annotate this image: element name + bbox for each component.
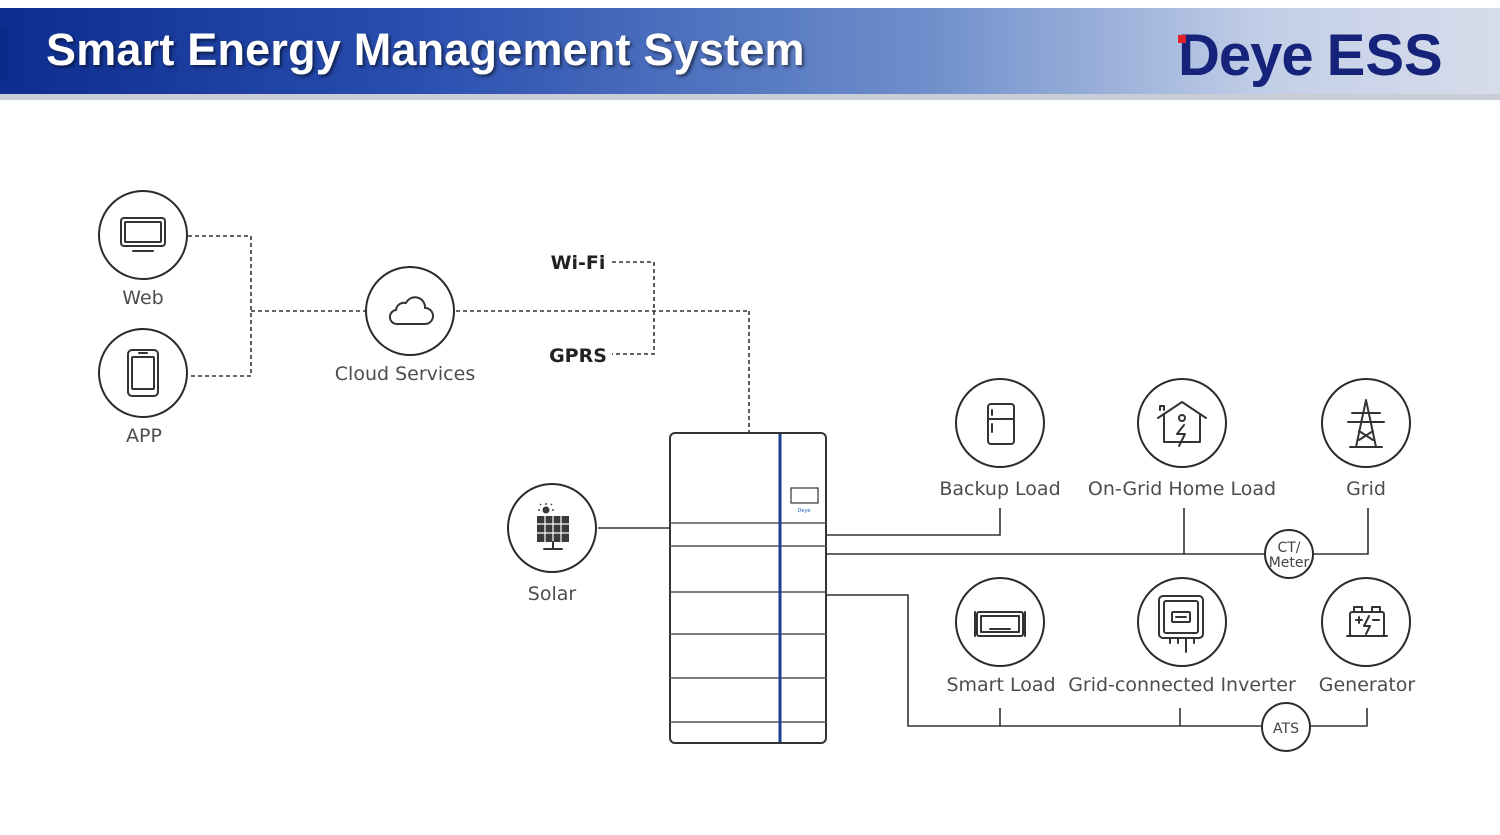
smart-load-circle xyxy=(955,577,1045,667)
house-power-icon xyxy=(1157,401,1207,447)
cloud-node: Cloud Services xyxy=(335,266,475,385)
smart-load-icon xyxy=(974,611,1026,637)
on-grid-home-load-node: On-Grid Home Load xyxy=(1088,378,1276,500)
solar-node: Solar xyxy=(507,483,597,605)
ct-meter-label-bottom: Meter xyxy=(1269,555,1310,571)
web-label: Web xyxy=(122,287,163,309)
ct-meter-node: CT/ Meter xyxy=(1264,529,1314,579)
generator-wire xyxy=(1310,708,1368,727)
ess-device: Deye xyxy=(669,432,827,744)
gprs-label: GPRS xyxy=(549,345,607,367)
inverter-label: Grid-connected Inverter xyxy=(1068,674,1296,696)
cloud-icon xyxy=(388,296,434,326)
smart-load-label: Smart Load xyxy=(946,674,1055,696)
communication-links xyxy=(188,235,750,433)
logo-suffix: ESS xyxy=(1326,23,1443,88)
transmission-tower-icon xyxy=(1347,399,1385,448)
generator-label: Generator xyxy=(1319,674,1416,696)
web-circle xyxy=(98,190,188,280)
logo-brand: Deye xyxy=(1178,23,1314,88)
refrigerator-icon xyxy=(987,403,1015,445)
generator-node: Generator xyxy=(1319,577,1416,696)
grid-connected-inverter-node: Grid-connected Inverter xyxy=(1068,577,1296,696)
cloud-circle xyxy=(365,266,455,356)
web-app-link xyxy=(188,235,252,377)
wifi-gprs-link xyxy=(612,261,655,355)
backup-load-node: Backup Load xyxy=(939,378,1061,500)
solar-label: Solar xyxy=(528,583,577,605)
monitor-icon xyxy=(120,217,166,252)
header-tab xyxy=(0,26,8,80)
grid-wire xyxy=(1314,508,1369,555)
ats-circle xyxy=(1261,702,1311,752)
smart-load-node: Smart Load xyxy=(946,577,1056,696)
backup-load-wire xyxy=(827,508,1001,536)
ats-node: ATS xyxy=(1261,702,1311,752)
ct-meter-circle xyxy=(1264,529,1314,579)
home-load-label: On-Grid Home Load xyxy=(1088,478,1276,500)
solar-panel-icon xyxy=(537,503,569,550)
device-screen xyxy=(790,487,819,504)
power-wires xyxy=(598,508,1369,727)
ct-meter-label-top: CT/ xyxy=(1277,540,1300,556)
wifi-label: Wi-Fi xyxy=(551,252,606,274)
home-load-circle xyxy=(1137,378,1227,468)
backup-load-circle xyxy=(955,378,1045,468)
inverter-icon xyxy=(1158,595,1204,653)
app-label: APP xyxy=(126,425,162,447)
logo-accent-mark xyxy=(1178,35,1186,43)
device-screen-brand: Deye xyxy=(798,508,811,514)
ess-cabinet xyxy=(669,432,827,744)
page-title: Smart Energy Management System xyxy=(46,24,805,75)
generator-icon xyxy=(1346,606,1388,637)
grid-node: Grid xyxy=(1321,378,1411,500)
app-node: APP xyxy=(98,328,188,447)
ats-label: ATS xyxy=(1273,721,1299,737)
ats-bus-wire xyxy=(827,594,1262,727)
cloud-label: Cloud Services xyxy=(335,363,475,385)
backup-load-label: Backup Load xyxy=(939,478,1060,500)
app-circle xyxy=(98,328,188,418)
web-node: Web xyxy=(98,190,188,309)
grid-label: Grid xyxy=(1346,478,1386,500)
smartphone-icon xyxy=(127,349,159,397)
